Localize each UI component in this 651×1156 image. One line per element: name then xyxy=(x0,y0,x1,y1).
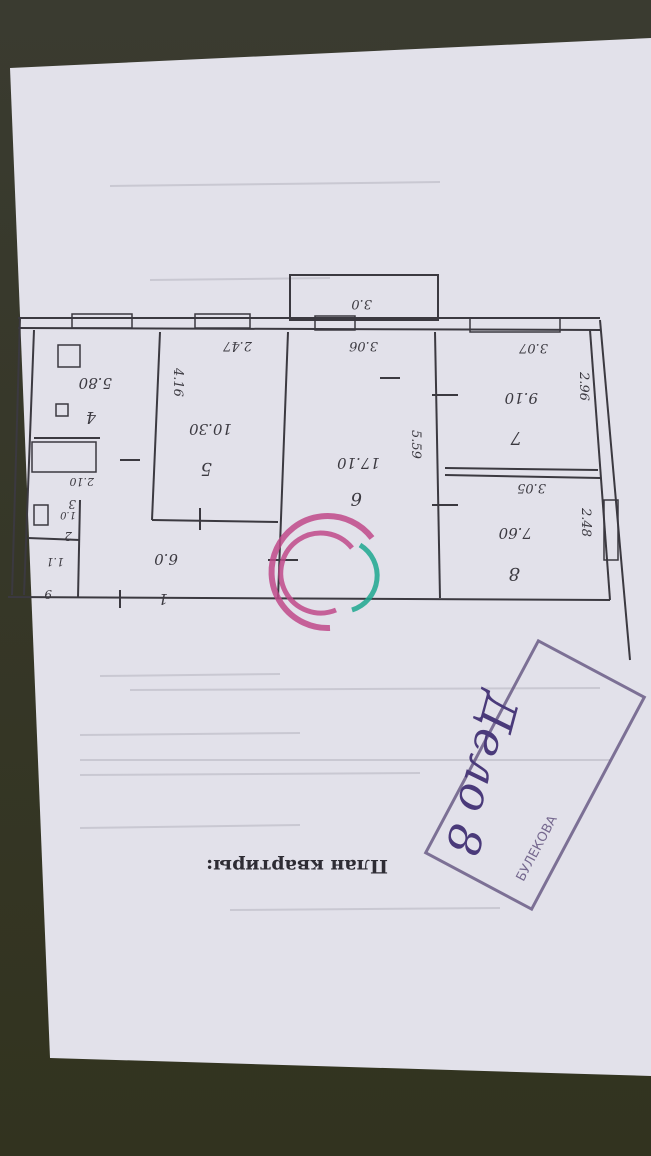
dimension-labels: 2.47 4.16 3.06 5.59 3.0 3.07 2.96 3.05 2… xyxy=(170,296,593,537)
dim-room5-top: 2.47 xyxy=(222,338,253,353)
room-label-5: 5 xyxy=(201,458,212,479)
dim-balcony: 3.0 xyxy=(351,296,372,311)
room-label-9: 9 xyxy=(44,587,52,601)
room-label-3: 3 xyxy=(68,497,76,511)
room-area-8: 7.60 xyxy=(498,524,532,542)
room-label-2: 2 xyxy=(64,529,73,543)
room-area-9: 1.1 xyxy=(47,555,65,568)
room-label-1: 1 xyxy=(158,590,168,608)
dim-room7-top: 3.07 xyxy=(518,340,548,355)
room-area-4: 5.80 xyxy=(78,374,112,392)
dim-room5-side: 4.16 xyxy=(170,367,185,397)
floor-plan xyxy=(7,274,631,661)
room-area-7: 9.10 xyxy=(504,389,538,407)
paper-sheet xyxy=(10,38,651,1076)
room-area-1: 6.0 xyxy=(154,550,178,568)
room-label-6: 6 xyxy=(351,488,362,509)
room-area-2: 1.0 xyxy=(59,509,76,520)
dim-room6-top: 3.06 xyxy=(349,338,378,353)
room-area-3: 2.10 xyxy=(70,475,96,488)
room-area-6: 17.10 xyxy=(337,454,380,472)
watermark-logo xyxy=(268,513,380,632)
dim-room8-top: 3.05 xyxy=(517,480,546,495)
room-label-8: 8 xyxy=(509,563,520,584)
room-label-7: 7 xyxy=(510,427,522,448)
dim-room8-side: 2.48 xyxy=(578,507,593,537)
room-labels: 4 5.80 5 10.30 6 17.10 7 9.10 8 7.60 1 6… xyxy=(44,374,538,608)
room-area-5: 10.30 xyxy=(189,420,232,438)
room-label-4: 4 xyxy=(86,408,97,427)
dim-room7-side: 2.96 xyxy=(576,371,591,401)
document-title: План квартиры: xyxy=(206,855,388,877)
dim-room6-side: 5.59 xyxy=(408,430,423,459)
faint-text-lines xyxy=(79,181,610,911)
